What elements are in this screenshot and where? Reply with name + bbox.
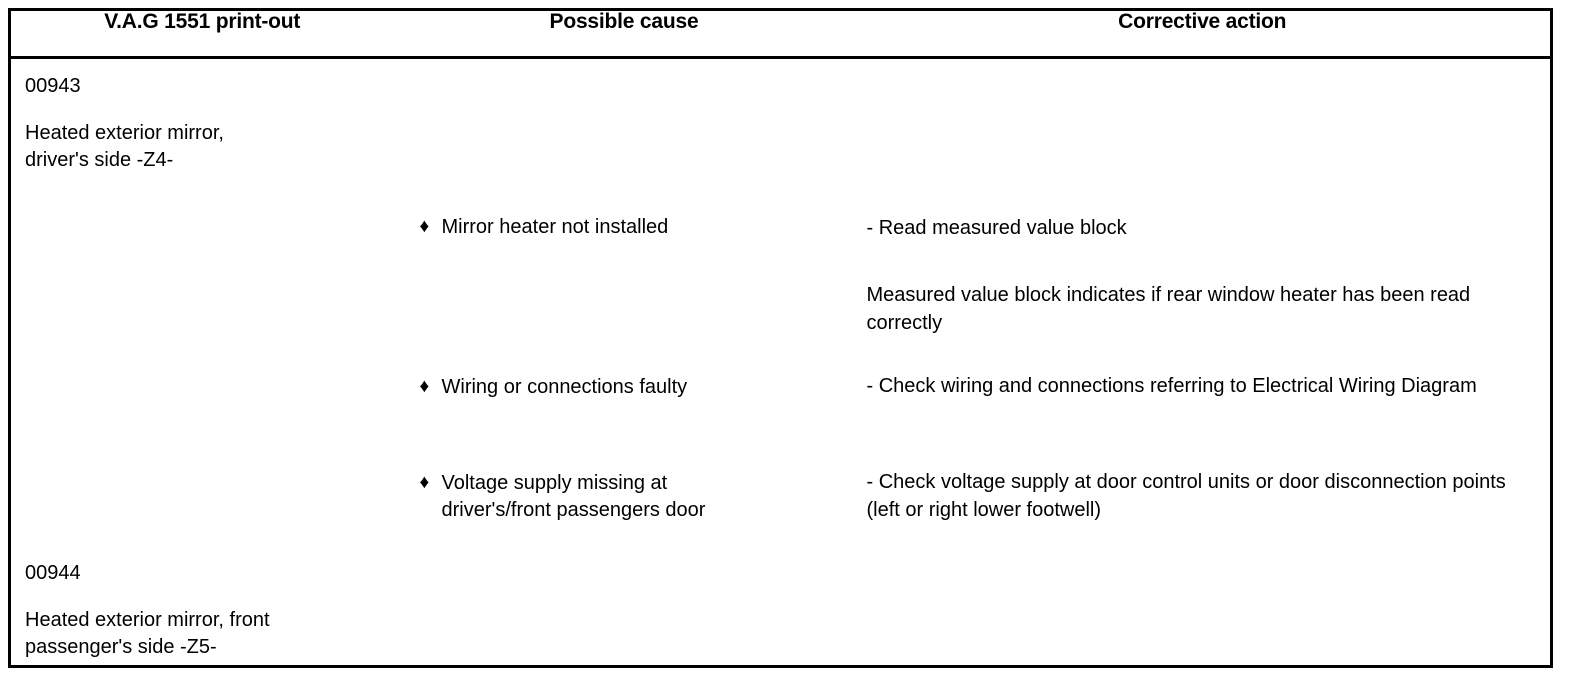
- list-item-action-3: - Check voltage supply at door control u…: [867, 468, 1541, 525]
- action-note: Measured value block indicates if rear w…: [866, 284, 1471, 335]
- cause-text: Mirror heater not installed: [441, 216, 669, 238]
- action-step: - Check voltage supply at door control u…: [866, 471, 1506, 522]
- code-number: 00943: [25, 75, 81, 97]
- diamond-bullet-icon: ♦: [419, 216, 430, 237]
- code-description: Heated exterior mirror,driver's side -Z4…: [25, 122, 224, 172]
- table-header-row: V.A.G 1551 print-out Possible cause Corr…: [9, 9, 1552, 59]
- diamond-bullet-icon: ♦: [419, 472, 430, 493]
- list-item-action-2: - Check wiring and connections referring…: [867, 372, 1541, 400]
- list-item-cause-1: ♦ Mirror heater not installed: [420, 214, 847, 241]
- cause-text: Wiring or connections faulty: [441, 376, 688, 398]
- code-number: 00944: [25, 561, 81, 584]
- cell-corrective-actions: - Read measured value block Measured val…: [855, 58, 1552, 667]
- action-step: - Check wiring and connections referring…: [866, 375, 1477, 397]
- column-header-corrective-action: Corrective action: [854, 9, 1552, 59]
- action-step: - Read measured value block: [866, 217, 1127, 239]
- cell-code-00943: 00943 Heated exterior mirror,driver's si…: [10, 58, 394, 546]
- column-header-possible-cause: Possible cause: [393, 9, 855, 59]
- diamond-bullet-icon: ♦: [419, 376, 430, 397]
- code-block-00943: 00943 Heated exterior mirror,driver's si…: [11, 59, 394, 175]
- column-header-corrective-action-label: Corrective action: [1118, 10, 1287, 33]
- column-header-printout-label: V.A.G 1551 print-out: [104, 10, 301, 33]
- list-item-cause-2: ♦ Wiring or connections faulty: [420, 374, 847, 401]
- cell-possible-causes: ♦ Mirror heater not installed ♦ Wiring o…: [394, 58, 855, 667]
- table-row: 00943 Heated exterior mirror,driver's si…: [10, 58, 1552, 546]
- fault-code-table: V.A.G 1551 print-out Possible cause Corr…: [8, 8, 1553, 668]
- column-header-possible-cause-label: Possible cause: [549, 10, 699, 33]
- column-header-printout: V.A.G 1551 print-out: [9, 9, 394, 59]
- list-item-action-1: - Read measured value block: [867, 214, 1541, 242]
- corrective-action-list: - Read measured value block Measured val…: [855, 59, 1551, 665]
- note-measured-value-block: Measured value block indicates if rear w…: [867, 281, 1541, 338]
- possible-cause-list: ♦ Mirror heater not installed ♦ Wiring o…: [394, 59, 855, 665]
